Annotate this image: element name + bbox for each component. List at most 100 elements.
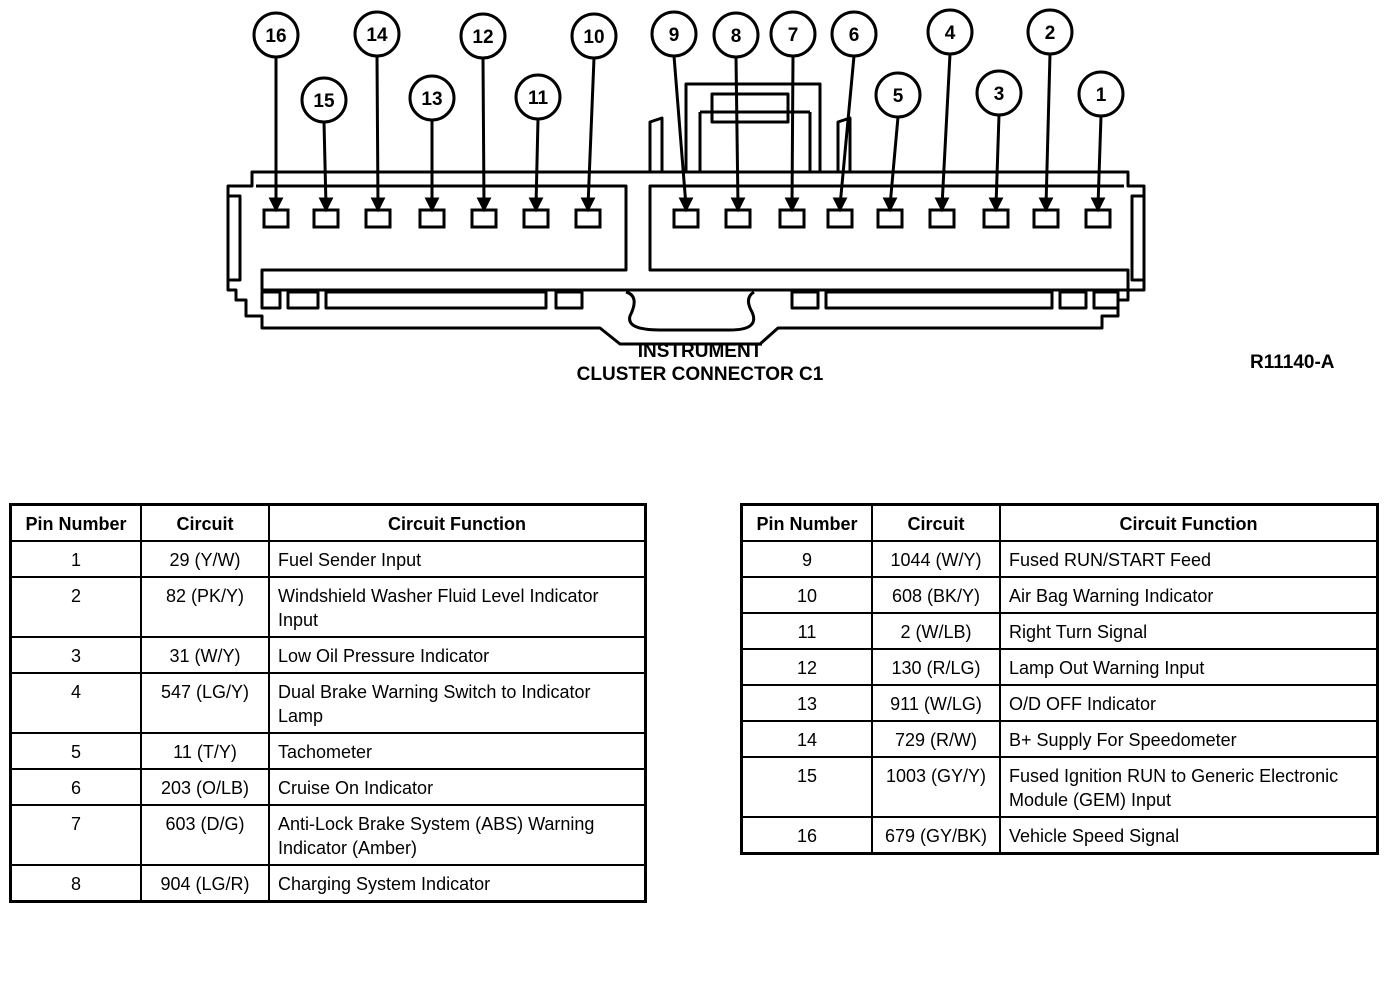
pin-11-callout-label: 11 [528,88,549,109]
pin-4-arrow [934,197,950,213]
pin-5-leader [888,116,900,207]
pin-number-cell: 13 [740,684,873,722]
pin-number-cell: 9 [740,540,873,578]
pin-number-cell: 2 [9,576,142,638]
pin-5-arrow [882,197,898,213]
circuit-cell: 911 (W/LG) [871,684,1001,722]
pin-8-arrow [730,197,746,213]
pin-7-arrow [784,197,800,213]
connector-post-right [836,116,852,172]
circuit-cell: 11 (T/Y) [140,732,270,770]
pin-2-callout-label: 2 [1045,23,1056,44]
pin-4-callout-label: 4 [945,23,956,44]
pin-16-arrow [268,197,284,213]
pin-9-arrow [678,197,694,213]
circuit-function-cell: Dual Brake Warning Switch to Indicator L… [268,672,647,734]
connector-bottom-small-5 [1058,290,1088,310]
pin-15-leader [322,121,328,207]
connector-inner-line [256,184,1130,292]
header-circuit: Circuit [871,503,1001,542]
pin-number-cell: 6 [9,768,142,806]
pin-number-cell: 10 [740,576,873,614]
circuit-cell: 547 (LG/Y) [140,672,270,734]
pin-1-terminal [1084,208,1112,229]
pin-number-cell: 15 [740,756,873,818]
circuit-cell: 82 (PK/Y) [140,576,270,638]
pin-number-cell: 4 [9,672,142,734]
connector-bottom-small-3 [554,290,584,310]
pin-number-cell: 5 [9,732,142,770]
pin-14-leader [375,55,380,207]
circuit-cell: 904 (LG/R) [140,864,270,903]
pin-10-leader [586,57,596,207]
pin-9-callout-circle [650,10,698,58]
pin-3-terminal [982,208,1010,229]
circuit-function-cell: Low Oil Pressure Indicator [268,636,647,674]
table-header-row: Pin Number Circuit Circuit Function [740,503,1379,542]
pin-2-callout-circle [1026,8,1074,56]
pin-6-callout-circle [830,10,878,58]
pin-14-callout-circle [353,10,401,58]
connector-latch-right [1130,194,1144,282]
pin-number-cell: 14 [740,720,873,758]
pin-12-callout-circle [459,12,507,60]
connector-center-key [625,290,756,332]
pin-10-callout-label: 10 [583,27,604,48]
circuit-cell: 1003 (GY/Y) [871,756,1001,818]
header-circuit-function: Circuit Function [999,503,1379,542]
pin-11-leader [534,118,540,207]
pin-3-callout-label: 3 [994,84,1005,105]
connector-bottom-slot-right [824,290,1054,310]
pin-6-callout-label: 6 [849,25,860,46]
pin-14-arrow [370,197,386,213]
pin-2-arrow [1038,197,1054,213]
pin-12-arrow [476,197,492,213]
connector-post-left [648,116,664,172]
reference-code: R11140-A [1250,352,1335,373]
pin-number-cell: 3 [9,636,142,674]
pin-10-terminal [574,208,602,229]
circuit-function-cell: Fuel Sender Input [268,540,647,578]
circuit-cell: 2 (W/LB) [871,612,1001,650]
pin-15-terminal [312,208,340,229]
pin-8-terminal [724,208,752,229]
pin-14-terminal [364,208,392,229]
pin-15-callout-circle [300,76,348,124]
circuit-function-cell: Tachometer [268,732,647,770]
pin-number-cell: 8 [9,864,142,903]
pin-13-callout-label: 13 [421,89,442,110]
pin-1-callout-label: 1 [1096,85,1107,106]
circuit-function-cell: Vehicle Speed Signal [999,816,1379,855]
pin-number-cell: 16 [740,816,873,855]
pin-12-callout-label: 12 [472,27,493,48]
pin-9-callout-label: 9 [669,25,680,46]
pin-13-terminal [418,208,446,229]
connector-body-outline [226,170,1146,346]
circuit-cell: 603 (D/G) [140,804,270,866]
diagram-title-line2: CLUSTER CONNECTOR C1 [576,364,824,385]
circuit-cell: 608 (BK/Y) [871,576,1001,614]
circuit-function-cell: Fused Ignition RUN to Generic Electronic… [999,756,1379,818]
connector-bottom-small-1 [260,290,282,310]
pin-11-arrow [528,197,544,213]
circuit-function-cell: Charging System Indicator [268,864,647,903]
pin-8-callout-label: 8 [731,26,742,47]
pin-4-terminal [928,208,956,229]
circuit-cell: 29 (Y/W) [140,540,270,578]
pin-2-terminal [1032,208,1060,229]
circuit-function-cell: Right Turn Signal [999,612,1379,650]
pin-15-callout-label: 15 [313,91,335,112]
circuit-cell: 130 (R/LG) [871,648,1001,686]
